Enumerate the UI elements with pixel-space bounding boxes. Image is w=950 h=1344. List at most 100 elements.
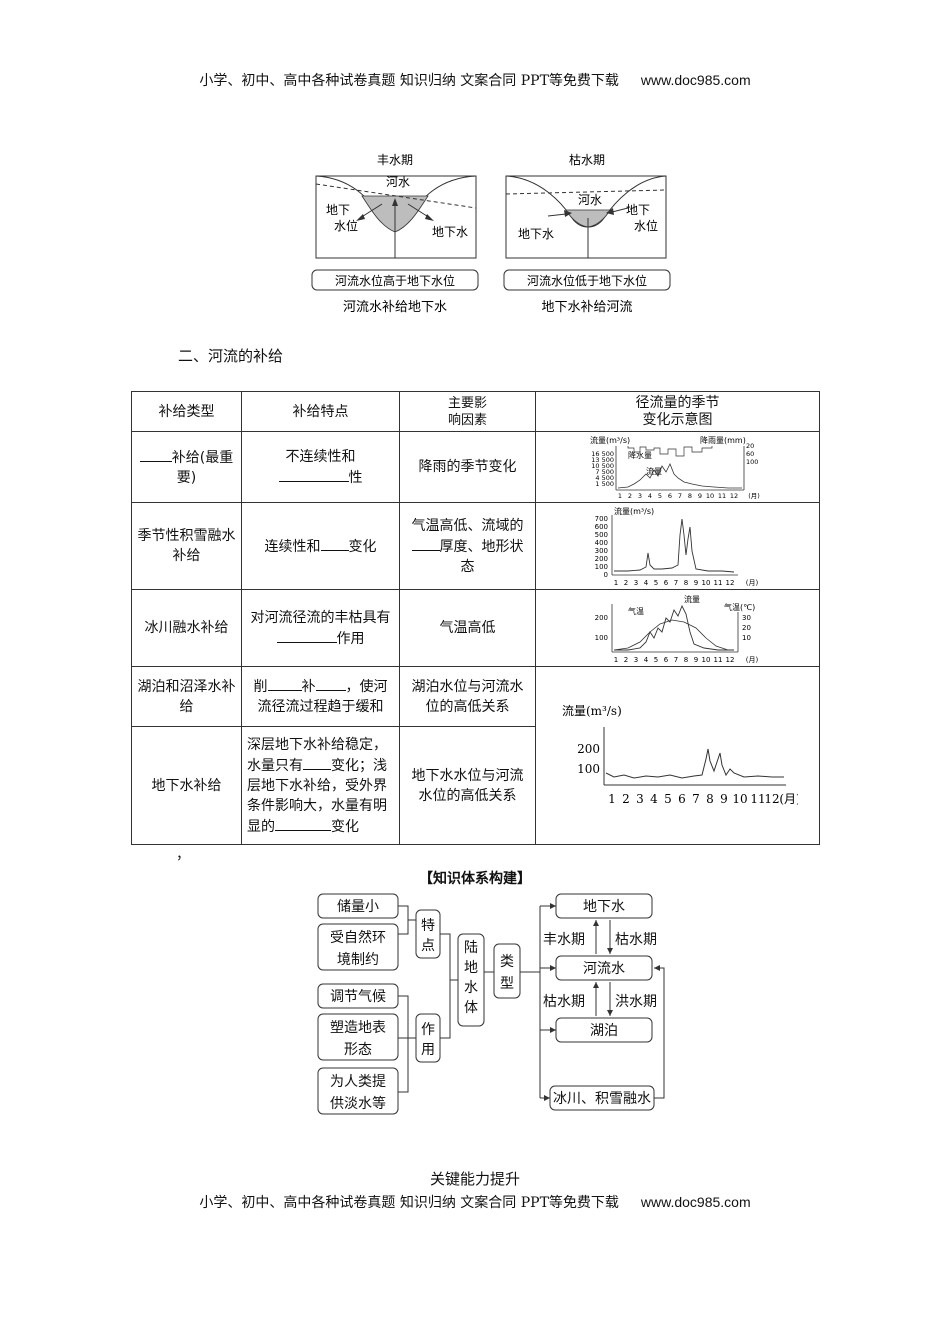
svg-text:12: 12 bbox=[725, 579, 734, 587]
section-title: 二、河流的补给 bbox=[178, 347, 284, 365]
svg-text:气温(℃): 气温(℃) bbox=[724, 602, 755, 612]
table-row: 季节性积雪融水补给 连续性和变化 气温高低、流域的厚度、地形状态 流量(m³/s… bbox=[131, 502, 820, 590]
svg-text:枯水期: 枯水期 bbox=[615, 932, 657, 948]
svg-text:7 500: 7 500 bbox=[595, 468, 614, 476]
svg-text:湖泊: 湖泊 bbox=[590, 1023, 618, 1039]
header-text: 小学、初中、高中各种试卷真题 知识归纳 文案合同 PPT等免费下载 bbox=[199, 73, 619, 89]
svg-text:11: 11 bbox=[713, 656, 722, 664]
svg-text:12: 12 bbox=[729, 492, 737, 500]
svg-text:2: 2 bbox=[622, 792, 630, 806]
dry-box: 河流水位低于地下水位 bbox=[527, 273, 647, 288]
svg-text:河流水: 河流水 bbox=[583, 961, 625, 977]
svg-text:型: 型 bbox=[500, 976, 514, 992]
type-label: 类 bbox=[500, 954, 514, 970]
svg-text:11: 11 bbox=[713, 579, 722, 587]
center-label: 陆 bbox=[464, 940, 478, 956]
svg-text:6: 6 bbox=[667, 492, 671, 500]
svg-text:洪水期: 洪水期 bbox=[615, 994, 657, 1010]
table-row: 地下水补给 深层地下水补给稳定，水量只有变化；浅层地下水补给，受外界条件影响大，… bbox=[131, 726, 820, 845]
section-key-ability: 关键能力提升 bbox=[429, 1170, 520, 1188]
svg-text:300: 300 bbox=[594, 547, 607, 555]
snow-chart: 流量(m³/s) 700 600 500 400 300 200 100 0 1… bbox=[594, 506, 758, 587]
svg-text:供淡水等: 供淡水等 bbox=[330, 1095, 386, 1112]
svg-text:4: 4 bbox=[650, 792, 658, 806]
svg-text:流量(m³/s): 流量(m³/s) bbox=[590, 435, 630, 445]
svg-text:6: 6 bbox=[678, 792, 686, 806]
wet-title: 丰水期 bbox=[377, 153, 413, 167]
svg-text:9: 9 bbox=[693, 579, 697, 587]
svg-text:7: 7 bbox=[673, 656, 677, 664]
svg-text:地下: 地下 bbox=[326, 203, 350, 217]
svg-text:400: 400 bbox=[594, 539, 607, 547]
svg-text:4: 4 bbox=[643, 656, 648, 664]
svg-text:为人类提: 为人类提 bbox=[330, 1074, 386, 1090]
svg-text:60: 60 bbox=[746, 450, 754, 458]
svg-text:100: 100 bbox=[577, 762, 600, 776]
row5-factor: 地下水水位与河流水位的高低关系 bbox=[399, 726, 536, 845]
svg-text:10: 10 bbox=[742, 634, 751, 642]
svg-text:9: 9 bbox=[720, 792, 728, 806]
row3-type: 冰川融水补给 bbox=[131, 589, 242, 667]
svg-text:3: 3 bbox=[633, 579, 637, 587]
svg-text:地下水: 地下水 bbox=[518, 227, 554, 241]
svg-text:10 500: 10 500 bbox=[591, 462, 614, 470]
wet-box: 河流水位高于地下水位 bbox=[335, 273, 455, 288]
row2-graph: 流量(m³/s) 700 600 500 400 300 200 100 0 1… bbox=[535, 502, 820, 590]
svg-text:10: 10 bbox=[701, 579, 710, 587]
wet-caption: 河流水补给地下水 bbox=[343, 300, 447, 315]
row2-factor: 气温高低、流域的厚度、地形状态 bbox=[399, 502, 536, 590]
svg-text:丰水期: 丰水期 bbox=[543, 932, 585, 948]
svg-text:受自然环: 受自然环 bbox=[330, 929, 386, 946]
svg-text:1: 1 bbox=[617, 492, 621, 500]
header-url[interactable]: www.doc985.com bbox=[640, 72, 751, 88]
svg-text:1: 1 bbox=[613, 579, 617, 587]
svg-text:水: 水 bbox=[464, 980, 478, 996]
knowledge-title: 【知识体系构建】 bbox=[419, 871, 531, 887]
row2-type: 季节性积雪融水补给 bbox=[131, 502, 242, 590]
svg-text:200: 200 bbox=[594, 614, 607, 622]
svg-text:降雨量(mm): 降雨量(mm) bbox=[700, 435, 746, 445]
svg-text:20: 20 bbox=[742, 624, 751, 632]
dry-river-label: 河水 bbox=[578, 193, 602, 207]
dry-title: 枯水期 bbox=[569, 152, 605, 167]
svg-text:7: 7 bbox=[692, 792, 700, 806]
svg-text:地: 地 bbox=[464, 960, 478, 976]
comma: ， bbox=[176, 847, 190, 863]
row4-type: 湖泊和沼泽水补给 bbox=[131, 666, 242, 727]
header-feature: 补给特点 bbox=[241, 391, 400, 432]
svg-text:流量(m³/s): 流量(m³/s) bbox=[562, 704, 622, 718]
svg-text:7: 7 bbox=[677, 492, 681, 500]
svg-text:调节气候: 调节气候 bbox=[330, 989, 386, 1005]
footer-url[interactable]: www.doc985.com bbox=[640, 1194, 751, 1210]
svg-text:塑造地表: 塑造地表 bbox=[330, 1020, 386, 1036]
svg-text:10: 10 bbox=[701, 656, 710, 664]
svg-text:100: 100 bbox=[594, 563, 607, 571]
svg-text:8: 8 bbox=[683, 656, 687, 664]
svg-text:1: 1 bbox=[613, 656, 617, 664]
svg-text:4 500: 4 500 bbox=[595, 474, 614, 482]
row5-type: 地下水补给 bbox=[131, 726, 242, 845]
svg-text:9: 9 bbox=[693, 656, 697, 664]
svg-text:8: 8 bbox=[706, 792, 714, 806]
svg-text:200: 200 bbox=[594, 555, 607, 563]
svg-text:11: 11 bbox=[750, 792, 765, 806]
svg-text:(月): (月) bbox=[745, 656, 758, 664]
svg-text:100: 100 bbox=[594, 634, 607, 642]
svg-text:100: 100 bbox=[746, 458, 758, 466]
header-factor: 主要影响因素 bbox=[399, 391, 536, 432]
row3-feature: 对河流径流的丰枯具有作用 bbox=[241, 589, 400, 667]
row3-factor: 气温高低 bbox=[399, 589, 536, 667]
svg-text:16 500: 16 500 bbox=[591, 450, 614, 458]
row1-feature: 不连续性和性 bbox=[241, 431, 400, 503]
svg-text:11: 11 bbox=[717, 492, 725, 500]
svg-text:1: 1 bbox=[608, 792, 616, 806]
table-header-row: 补给类型 补给特点 主要影响因素 径流量的季节变化示意图 bbox=[131, 391, 820, 432]
dry-season-panel: 枯水期 河水 地下 水位 地下水 河流水位低于地下水位 地下水补给河流 bbox=[503, 152, 671, 315]
svg-text:30: 30 bbox=[742, 614, 751, 622]
svg-text:地下: 地下 bbox=[626, 203, 650, 217]
svg-text:储量小: 储量小 bbox=[337, 899, 379, 915]
svg-text:地下水: 地下水 bbox=[432, 225, 468, 239]
